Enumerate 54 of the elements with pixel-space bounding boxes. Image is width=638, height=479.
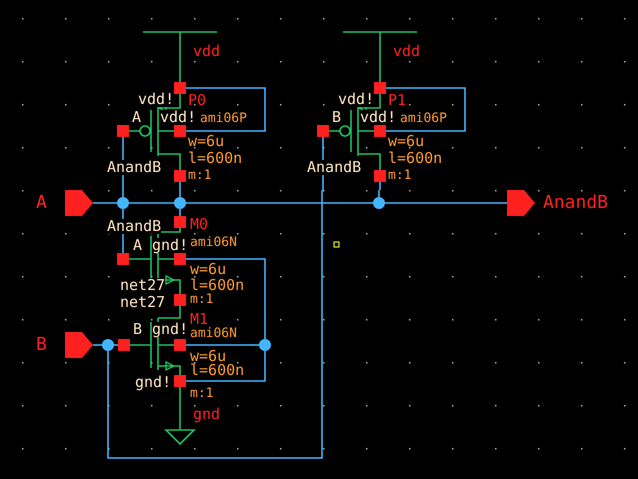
pin-name: AnandB <box>543 194 608 212</box>
model-name: w=6u <box>188 134 224 149</box>
device-name: ami06P <box>400 112 447 125</box>
net-name: M0 <box>190 217 208 232</box>
terminal-label: net27 <box>120 278 166 293</box>
terminal-label: B <box>332 110 342 125</box>
model-name: w=6u <box>190 349 226 364</box>
parameter-value: m:1 <box>388 169 412 182</box>
wire <box>179 62 181 80</box>
wire <box>122 209 124 216</box>
parameter-value: l=600n <box>190 363 244 378</box>
wire <box>264 306 266 339</box>
net-name: P0 <box>188 93 206 108</box>
terminal-label: A <box>133 238 142 253</box>
parameter-value: l=600n <box>388 151 442 166</box>
wire <box>385 202 507 204</box>
wire <box>179 190 181 197</box>
wire <box>179 209 181 216</box>
pin-name: A <box>36 194 47 212</box>
net-name: P1 <box>388 93 406 108</box>
terminal-label: A <box>132 110 142 125</box>
wire <box>122 190 124 197</box>
terminal-label: AnandB <box>307 160 362 175</box>
parameter-value: m:1 <box>188 169 212 182</box>
wire <box>250 351 266 382</box>
pin-name: B <box>36 336 47 354</box>
parameter-value: m:1 <box>190 293 214 306</box>
parameter-value: m:1 <box>190 387 214 400</box>
wire <box>179 306 181 312</box>
wire <box>378 190 380 197</box>
terminal-label: AnandB <box>107 160 162 175</box>
terminal-label: AnandB <box>107 219 162 234</box>
terminal-label: B <box>133 322 142 337</box>
wire <box>379 62 381 80</box>
wire <box>114 344 118 346</box>
wire <box>129 202 174 204</box>
net-name: vdd <box>393 44 420 59</box>
model-name: w=6u <box>388 134 424 149</box>
device-name: ami06N <box>190 327 237 340</box>
device-name: ami06P <box>200 112 247 125</box>
wire <box>93 344 102 346</box>
terminal-label: net27 <box>120 295 166 310</box>
wire <box>186 202 373 204</box>
wire <box>107 190 323 459</box>
parameter-value: l=600n <box>188 151 242 166</box>
wire <box>179 400 181 405</box>
model-name: w=6u <box>190 262 226 277</box>
parameter-value: l=600n <box>190 278 244 293</box>
net-name: gnd <box>193 407 220 422</box>
device-name: ami06N <box>190 236 237 249</box>
wire <box>250 344 259 346</box>
wire <box>93 202 117 204</box>
net-name: vdd <box>193 44 220 59</box>
net-name: M1 <box>190 312 208 327</box>
